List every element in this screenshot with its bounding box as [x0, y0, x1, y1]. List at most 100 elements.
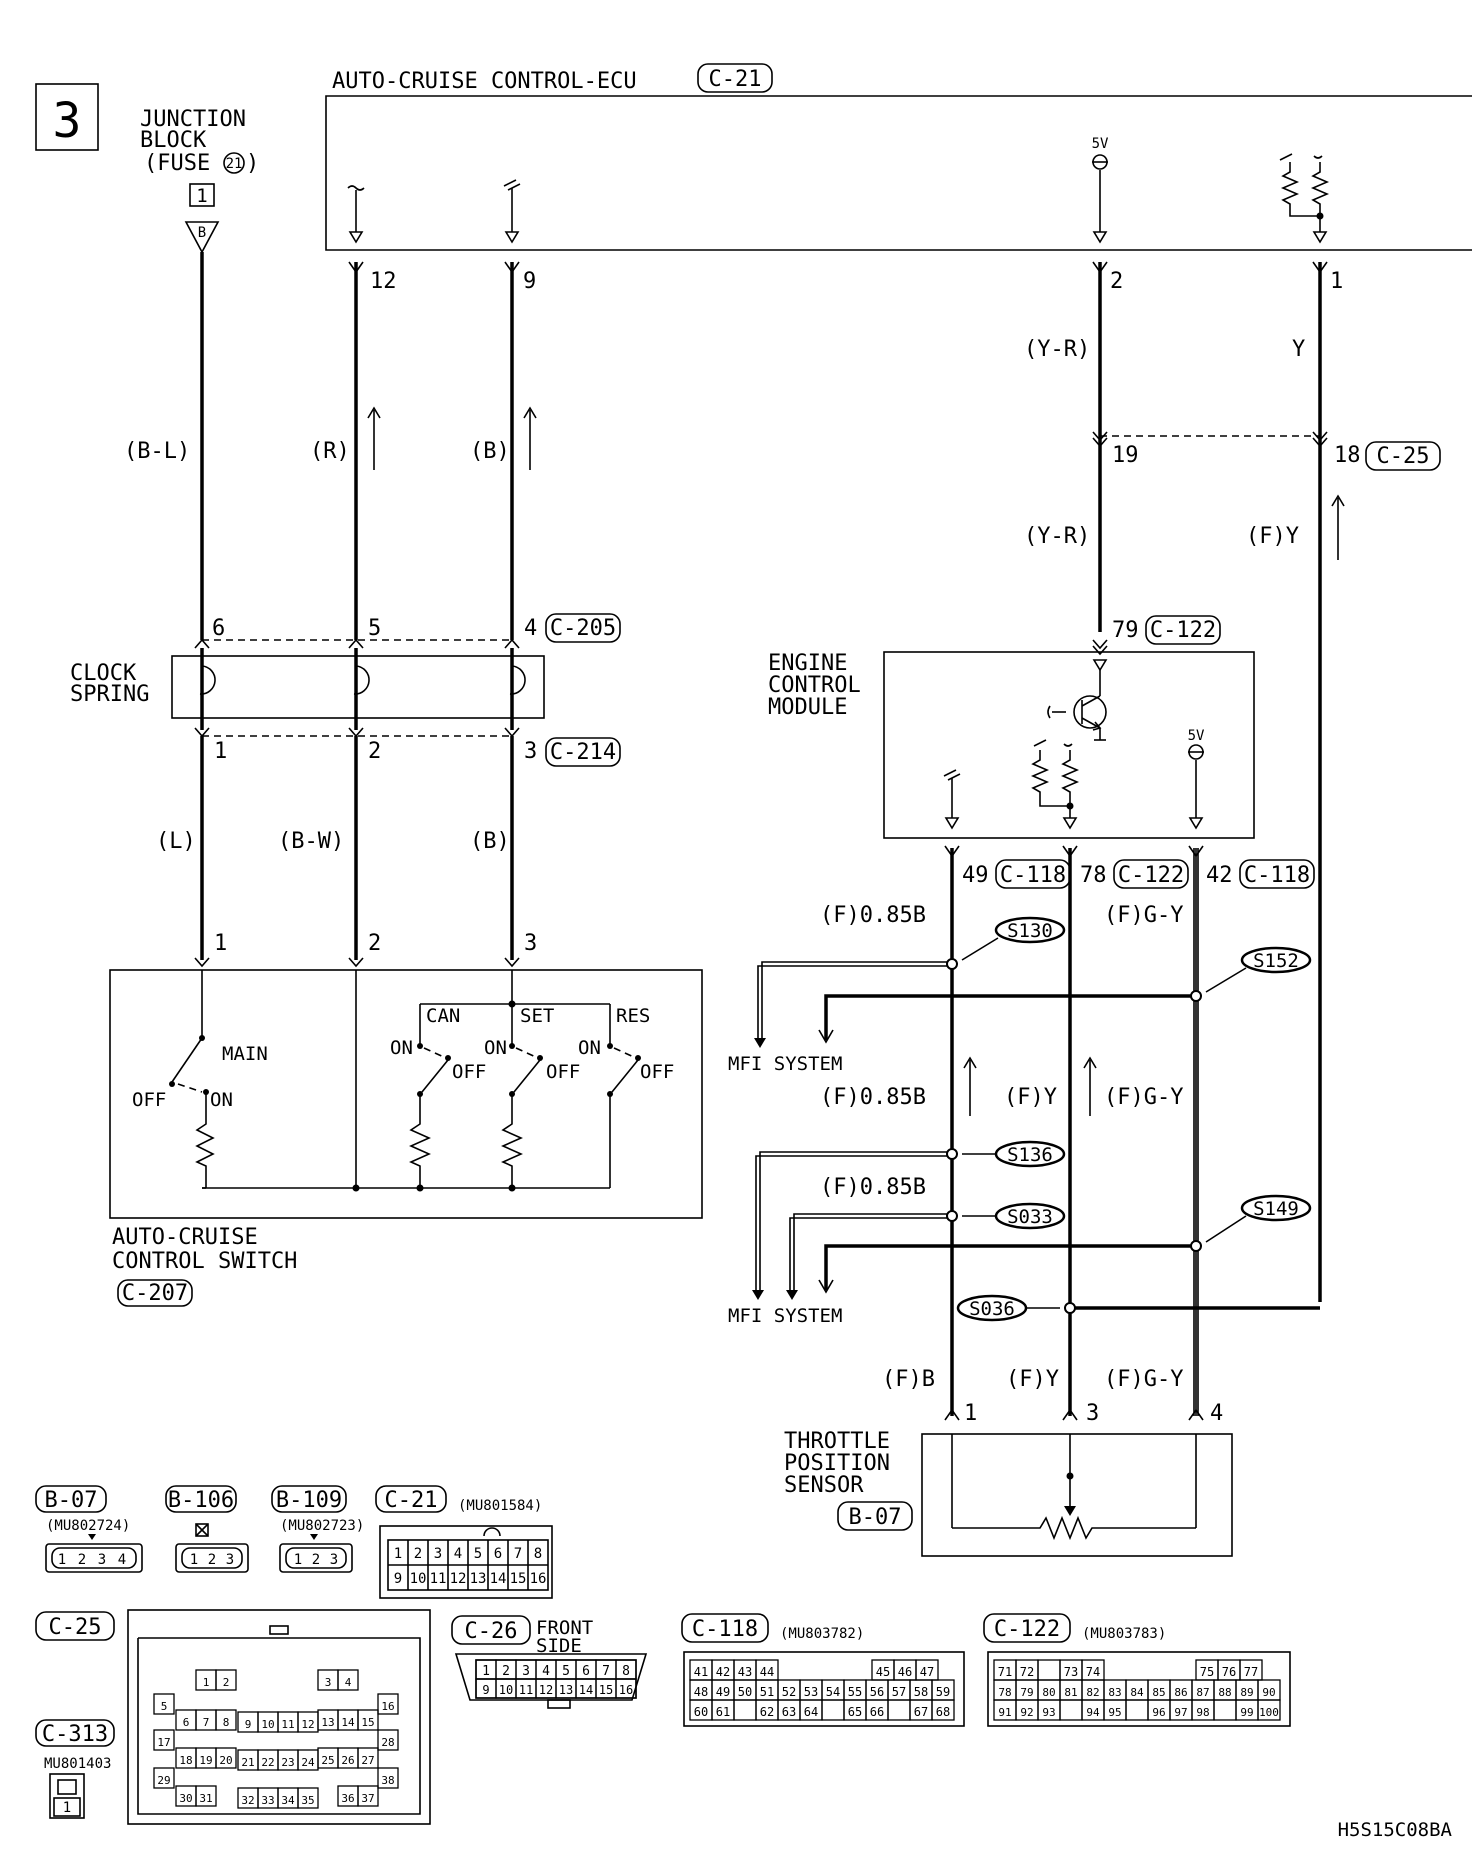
tps-internal [951, 1434, 1197, 1541]
c214-pin-2: 2 [368, 739, 381, 764]
connector-pin-label: 38 [381, 1774, 394, 1787]
connector-pin-label: 5 [161, 1700, 168, 1713]
connector-pin-label: 44 [760, 1665, 774, 1679]
wire-label-y: Y [1292, 337, 1305, 362]
c207-connector: C-207 [122, 1281, 188, 1306]
svg-text:3: 3 [434, 1546, 442, 1562]
connector-pin-label: 100 [1259, 1706, 1279, 1719]
connector-pin-label: 32 [241, 1794, 254, 1807]
connector-cell [153, 1729, 175, 1751]
ecu-pin-12: 12 [370, 269, 397, 294]
svg-text:C-313: C-313 [42, 1722, 108, 1747]
connector-pin-label: 11 [519, 1683, 533, 1697]
connector-c21: C-21 (MU801584) 1 2 3 4 5 6 7 8 9 10 11 … [375, 1485, 553, 1599]
ecu-pin-2: 2 [1110, 269, 1123, 294]
connector-pin-label: 97 [1174, 1706, 1187, 1719]
svg-text:(MU802723): (MU802723) [280, 1518, 364, 1534]
connector-pin-label: 16 [619, 1683, 633, 1697]
connector-pin-label: 8 [622, 1664, 630, 1679]
svg-text:3: 3 [226, 1552, 234, 1568]
connector-pin-label: 13 [321, 1716, 334, 1729]
splice-s130: S130 [1007, 920, 1053, 942]
wire-label-b: (B) [470, 439, 510, 464]
svg-text:C-25: C-25 [49, 1615, 102, 1640]
connector-pin-label: 82 [1086, 1686, 1099, 1699]
svg-text:11: 11 [430, 1571, 447, 1587]
splice-s130-badge [994, 916, 1066, 944]
svg-text:3: 3 [98, 1552, 106, 1568]
ecm-output-wires [752, 845, 1320, 1421]
connector-pin-label: 7 [203, 1716, 210, 1729]
connector-cell [1213, 1699, 1237, 1721]
connector-pin-label: 9 [245, 1718, 252, 1731]
connector-pin-label: 25 [321, 1754, 334, 1767]
connector-pin-label: 53 [804, 1685, 818, 1699]
wire-label-fb: (F)B [882, 1367, 935, 1392]
svg-text:B-109: B-109 [276, 1488, 342, 1513]
connector-c313: C-313 MU801403 1 [35, 1719, 115, 1819]
tps-pin-1: 1 [964, 1401, 977, 1426]
ecu-internal [347, 153, 1330, 244]
connector-pin-label: 23 [281, 1756, 294, 1769]
fuse-number-circle [223, 152, 245, 174]
c25-frame [1365, 441, 1441, 471]
ecu-pin-1: 1 [1330, 269, 1343, 294]
wire-label-y-r-2: (Y-R) [1024, 524, 1090, 549]
control-switch-internals [169, 970, 641, 1192]
connector-b07: B-07 (MU802724) 1 2 3 4 [35, 1485, 143, 1573]
connector-pin-label: 80 [1042, 1686, 1055, 1699]
connector-pin-label: 47 [920, 1665, 934, 1679]
svg-text:10: 10 [410, 1571, 427, 1587]
svg-text:2: 2 [312, 1552, 320, 1568]
ecm-box [883, 651, 1255, 839]
connector-cell [615, 1678, 637, 1699]
connector-pin-label: 66 [870, 1705, 884, 1719]
connector-cell [337, 1669, 359, 1691]
connector-pin-label: 16 [381, 1700, 394, 1713]
connector-pin-label: 93 [1042, 1706, 1055, 1719]
connector-pin-label: 37 [361, 1792, 374, 1805]
connector-pin-label: 15 [599, 1683, 613, 1697]
connector-pin-label: 10 [499, 1683, 513, 1697]
junction-label-1: JUNCTION [140, 107, 246, 132]
tps-frame [837, 1501, 913, 1531]
connector-pin-label: 3 [522, 1664, 530, 1679]
mfi-system-top: MFI SYSTEM [728, 1053, 842, 1075]
ecu-connector: C-21 [709, 67, 762, 92]
connector-cell [733, 1699, 757, 1721]
connector-cell [821, 1699, 845, 1721]
ecm-78-frame [1113, 859, 1189, 889]
c205-pin-5: 5 [368, 616, 381, 641]
connector-pin-label: 84 [1130, 1686, 1144, 1699]
connector-cell [1125, 1699, 1149, 1721]
svg-text:4: 4 [118, 1552, 126, 1568]
ecu-pin-9: 9 [523, 269, 536, 294]
tps-label-1: THROTTLE [784, 1429, 890, 1454]
connector-b109: B-109 (MU802723) 1 2 3 [271, 1485, 364, 1573]
connector-pin-label: 83 [1108, 1686, 1121, 1699]
control-switch-box [109, 969, 703, 1219]
connector-cell [1257, 1699, 1281, 1721]
connector-pin-label: 21 [241, 1756, 254, 1769]
c207-pin-2: 2 [368, 931, 381, 956]
connector-pin-label: 72 [1020, 1665, 1034, 1679]
wire-label-f085b-2: (F)0.85B [820, 1085, 926, 1110]
connector-pin-label: 1 [203, 1676, 210, 1689]
connector-pin-label: 76 [1222, 1665, 1236, 1679]
clock-spring-label-2: SPRING [70, 682, 149, 707]
connector-cell [297, 1787, 319, 1809]
connector-cell [153, 1767, 175, 1789]
connector-pin-label: 45 [876, 1665, 890, 1679]
junction-pin-tag: B [198, 225, 206, 241]
splice-s152: S152 [1253, 950, 1299, 972]
connector-pin-label: 6 [582, 1664, 590, 1679]
mfi-system-bottom: MFI SYSTEM [728, 1305, 842, 1327]
connector-cell [1037, 1659, 1061, 1681]
connector-pin-label: 10 [261, 1718, 274, 1731]
connector-pin-label: 19 [199, 1754, 212, 1767]
connector-cell [215, 1709, 237, 1731]
right-wires [1092, 261, 1345, 1302]
svg-text:2: 2 [78, 1552, 86, 1568]
connector-pin-label: 36 [341, 1792, 354, 1805]
connector-b106: B-106 1 2 3 [165, 1485, 249, 1573]
